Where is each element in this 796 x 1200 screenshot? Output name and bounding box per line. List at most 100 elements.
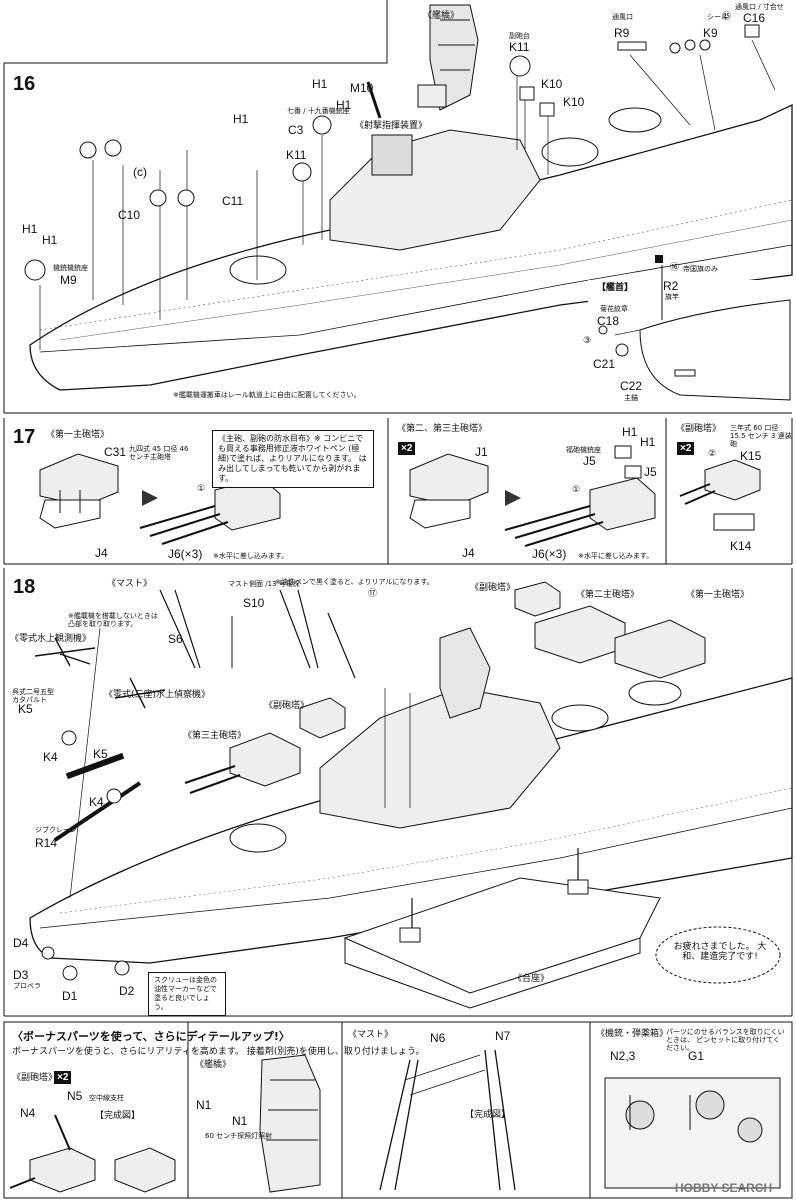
c16-seal: シール [707, 13, 728, 21]
c31-note: 九四式 45 口径 46 センチ主砲塔 [129, 445, 189, 461]
part-s10: S10 [243, 596, 265, 610]
c18-note: 菊花紋章 [600, 305, 628, 313]
part-k10: K10 [563, 95, 585, 109]
zero-recon-label: 《零式(三座)水上偵察機》 [104, 690, 211, 700]
part-k11: K11 [509, 40, 530, 54]
part-g1: G1 [688, 1049, 705, 1063]
sub-turret-label: 《副砲塔》 [264, 701, 310, 711]
part-k10: K10 [541, 77, 563, 91]
j6-note: ※水平に差し込みます。 [213, 552, 289, 560]
part-n4: N4 [20, 1106, 36, 1120]
part-r2: R2 [663, 279, 679, 293]
j6-note: ※水平に差し込みます。 [578, 552, 654, 560]
screw-note: スクリューは金色の 油性マーカーなどで 塗ると良いでしょう。 [148, 972, 226, 1016]
n1-note: 60 センチ探照灯照射 [205, 1132, 273, 1140]
bonus-gun-label: 《機銃・弾薬箱》 [596, 1029, 669, 1039]
step-18-number: 18 [13, 576, 36, 598]
part-h1: H1 [233, 112, 249, 126]
qty-x2-badge: ×2 [54, 1071, 72, 1084]
sub-turret-label: 《副砲塔》 [676, 424, 722, 434]
j5-note: 福砲機銃座 [566, 446, 601, 454]
part-k5: K5 [18, 702, 33, 716]
part-c10: C10 [118, 208, 141, 222]
part-h1: H1 [22, 222, 38, 236]
bonus-completed-label: 【完成図】 [465, 1110, 511, 1120]
seal-1: ① [197, 484, 206, 494]
seal-2: ② [708, 449, 717, 459]
seal-16: ⑯ [670, 263, 680, 273]
r2-note: 旗竿 [665, 293, 679, 301]
part-j4: J4 [95, 546, 108, 560]
part-j5: J5 [644, 465, 657, 479]
part-d2: D2 [119, 984, 135, 998]
part-n23: N2,3 [610, 1049, 636, 1063]
oil-pen-note: ※油性ペンで黒く塗ると、よりリアルになります。 [275, 578, 434, 586]
main-turret-1-label: 《第一主砲塔》 [46, 430, 110, 440]
part-j1: J1 [475, 445, 488, 459]
step-16-drawing [3, 0, 793, 414]
qty-x2-badge: ×2 [677, 442, 695, 455]
part-r14: R14 [35, 836, 58, 850]
gun-note: パーツにのせるバランスを取りにくいときは、 ピンセットに取り付けてください。 [666, 1028, 785, 1052]
bonus-sub-turret-label: 《副砲塔》 [12, 1073, 58, 1083]
part-k4: K4 [89, 795, 104, 809]
main-turret-2-label: 《第二主砲塔》 [576, 590, 640, 600]
seal-3: ③ [583, 336, 592, 346]
c16-note: 通風口 / 寸合せ [735, 3, 784, 11]
zero-observation-label: 《零式水上観測機》 [10, 634, 92, 644]
part-d4: D4 [13, 936, 29, 950]
part-k9: K9 [703, 26, 718, 40]
part-r9: R9 [614, 26, 630, 40]
n5-note: 空中線支柱 [89, 1094, 124, 1102]
part-k14: K14 [730, 539, 752, 553]
bonus-drawing [3, 1021, 793, 1199]
m9-note: 機銃機銃座 [53, 264, 88, 272]
c22-note: 主錨 [624, 394, 638, 402]
step-17-number: 17 [13, 426, 36, 448]
main-turret-3-label: 《第三主砲塔》 [183, 731, 247, 741]
part-m9: M9 [60, 273, 77, 287]
part-h1: H1 [622, 425, 638, 439]
part-c21: C21 [593, 357, 616, 371]
part-j6: J6(×3) [168, 547, 203, 561]
part-c22: C22 [620, 379, 643, 393]
part-n5: N5 [67, 1089, 83, 1103]
seal-17: ⑰ [368, 589, 378, 599]
seal-1b: ① [572, 485, 581, 495]
propeller-note: プロペラ [13, 982, 41, 990]
part-j4: J4 [462, 546, 475, 560]
part-n6: N6 [430, 1031, 446, 1045]
step-18-drawing [3, 568, 793, 1017]
bonus-mast-label: 《マスト》 [348, 1030, 394, 1040]
part-n7: N7 [495, 1029, 511, 1043]
main-turret-23-label: 《第二、第三主砲塔》 [397, 424, 488, 434]
base-label: 《台座》 [513, 974, 550, 984]
part-h1: H1 [312, 77, 328, 91]
finish-message: お疲れさまでした。 大和、建造完了です! [673, 942, 767, 962]
part-n1: N1 [196, 1098, 212, 1112]
c3-note: 七番 / 十九番機銃座 [287, 107, 350, 115]
qty-x2-badge: ×2 [398, 442, 416, 455]
waterproof-note: 《主砲、副砲の防水目布》※ コンビニでも買える事務用修正液ホワイトペン (極細)… [212, 430, 374, 488]
catapult-note: 呉式二号五型 カタパルト [12, 688, 54, 704]
part-c11: C11 [222, 194, 244, 208]
k15-note: 三年式 60 口径 15.5 センチ 3 連装砲 [730, 424, 792, 448]
bridge-label: 《艦橋》 [423, 10, 460, 20]
mast-label: 《マスト》 [107, 579, 153, 589]
aircraft-note: ※艦載機を搭載しないときは 凸部を取り取ります。 [68, 612, 158, 628]
part-d3: D3 [13, 968, 29, 982]
rail-note: ※艦載機運搬車はレール軌道上に自由に配置してください。 [173, 391, 361, 399]
part-c-group: (c) [133, 165, 147, 179]
bonus-completed-label: 【完成図】 [95, 1111, 141, 1121]
sub-turret-label: 《副砲塔》 [470, 583, 516, 593]
part-h1: H1 [336, 98, 352, 112]
watermark: HOBBY SEARCH [675, 1181, 773, 1195]
bow-label: 【艦首】 [597, 283, 634, 293]
part-k5: K5 [93, 747, 108, 761]
part-c31: C31 [104, 445, 127, 459]
seal-25: ㉕ [722, 12, 732, 22]
part-k15: K15 [740, 449, 762, 463]
r9-note: 通風口 [612, 13, 633, 21]
main-turret-1-label: 《第一主砲塔》 [686, 590, 750, 600]
part-n1: N1 [232, 1114, 248, 1128]
